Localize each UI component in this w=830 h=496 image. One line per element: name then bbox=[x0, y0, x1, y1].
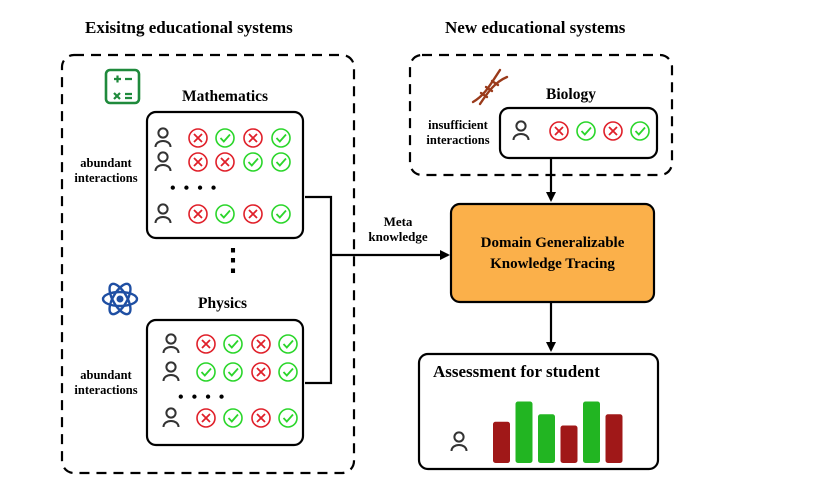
assessment-bar bbox=[515, 401, 533, 463]
wrong-mark-icon bbox=[243, 204, 263, 224]
wrong-mark-icon bbox=[196, 408, 216, 428]
correct-mark-icon bbox=[576, 121, 596, 141]
wrong-mark-icon bbox=[215, 152, 235, 172]
atom-icon bbox=[101, 282, 139, 316]
user-icon bbox=[154, 127, 172, 148]
biology-side-label-line2: interactions bbox=[426, 133, 490, 147]
existing-systems-title: Exisitng educational systems bbox=[85, 18, 293, 37]
new-systems-title: New educational systems bbox=[445, 18, 626, 37]
correct-mark-icon bbox=[271, 152, 291, 172]
correct-mark-icon bbox=[196, 362, 216, 382]
physics-side-label: abundant interactions bbox=[64, 368, 148, 398]
wrong-mark-icon bbox=[251, 362, 271, 382]
assessment-bar bbox=[560, 425, 578, 463]
existing-systems-panel bbox=[60, 53, 356, 475]
correct-mark-icon bbox=[271, 128, 291, 148]
math-title: Mathematics bbox=[182, 88, 269, 105]
assessment-bar bbox=[493, 421, 510, 463]
correct-mark-icon bbox=[278, 334, 298, 354]
user-icon bbox=[154, 151, 172, 172]
user-icon bbox=[162, 407, 180, 428]
correct-mark-icon bbox=[215, 128, 235, 148]
physics-side-label-line1: abundant bbox=[80, 368, 132, 382]
user-icon bbox=[162, 333, 180, 354]
dgkt-line2: Knowledge Tracing bbox=[490, 256, 615, 272]
physics-ellipsis: • • • • bbox=[178, 389, 227, 406]
dgkt-label: Domain Generalizable Knowledge Tracing bbox=[451, 233, 654, 275]
wrong-mark-icon bbox=[549, 121, 569, 141]
math-side-label-line2: interactions bbox=[74, 171, 138, 185]
correct-mark-icon bbox=[223, 408, 243, 428]
correct-mark-icon bbox=[223, 334, 243, 354]
wrong-mark-icon bbox=[188, 204, 208, 224]
student-user-icon bbox=[450, 431, 468, 452]
biology-title: Biology bbox=[546, 86, 596, 103]
dna-icon bbox=[471, 68, 509, 106]
wrong-mark-icon bbox=[603, 121, 623, 141]
correct-mark-icon bbox=[223, 362, 243, 382]
physics-side-label-line2: interactions bbox=[74, 383, 138, 397]
calculator-icon bbox=[104, 68, 141, 105]
math-side-label-line1: abundant bbox=[80, 156, 132, 170]
bracket-connector bbox=[305, 195, 333, 385]
math-side-label: abundant interactions bbox=[64, 156, 148, 186]
meta-knowledge-line2: knowledge bbox=[368, 229, 428, 244]
meta-knowledge-label: Meta knowledge bbox=[360, 214, 436, 244]
new-systems-panel bbox=[408, 53, 674, 177]
wrong-mark-icon bbox=[251, 408, 271, 428]
user-icon bbox=[154, 203, 172, 224]
correct-mark-icon bbox=[278, 408, 298, 428]
correct-mark-icon bbox=[278, 362, 298, 382]
assessment-title: Assessment for student bbox=[433, 362, 600, 381]
correct-mark-icon bbox=[243, 152, 263, 172]
biology-side-label-line1: insufficient bbox=[428, 118, 488, 132]
wrong-mark-icon bbox=[243, 128, 263, 148]
biology-side-label: insufficient interactions bbox=[418, 118, 498, 148]
user-icon bbox=[162, 361, 180, 382]
assessment-bar bbox=[605, 414, 623, 463]
dgkt-box bbox=[449, 202, 656, 304]
wrong-mark-icon bbox=[196, 334, 216, 354]
assessment-bar bbox=[583, 401, 600, 463]
dgkt-line1: Domain Generalizable bbox=[480, 235, 625, 251]
wrong-mark-icon bbox=[188, 152, 208, 172]
math-ellipsis: • • • • bbox=[170, 180, 219, 197]
correct-mark-icon bbox=[215, 204, 235, 224]
correct-mark-icon bbox=[271, 204, 291, 224]
meta-knowledge-line1: Meta bbox=[383, 214, 413, 229]
biology-box bbox=[498, 106, 659, 160]
vertical-ellipsis: ⋮ bbox=[218, 244, 248, 277]
assessment-bar bbox=[538, 414, 555, 463]
wrong-mark-icon bbox=[188, 128, 208, 148]
correct-mark-icon bbox=[630, 121, 650, 141]
math-box bbox=[145, 110, 305, 240]
user-icon bbox=[512, 120, 530, 141]
physics-title: Physics bbox=[198, 295, 248, 312]
wrong-mark-icon bbox=[251, 334, 271, 354]
